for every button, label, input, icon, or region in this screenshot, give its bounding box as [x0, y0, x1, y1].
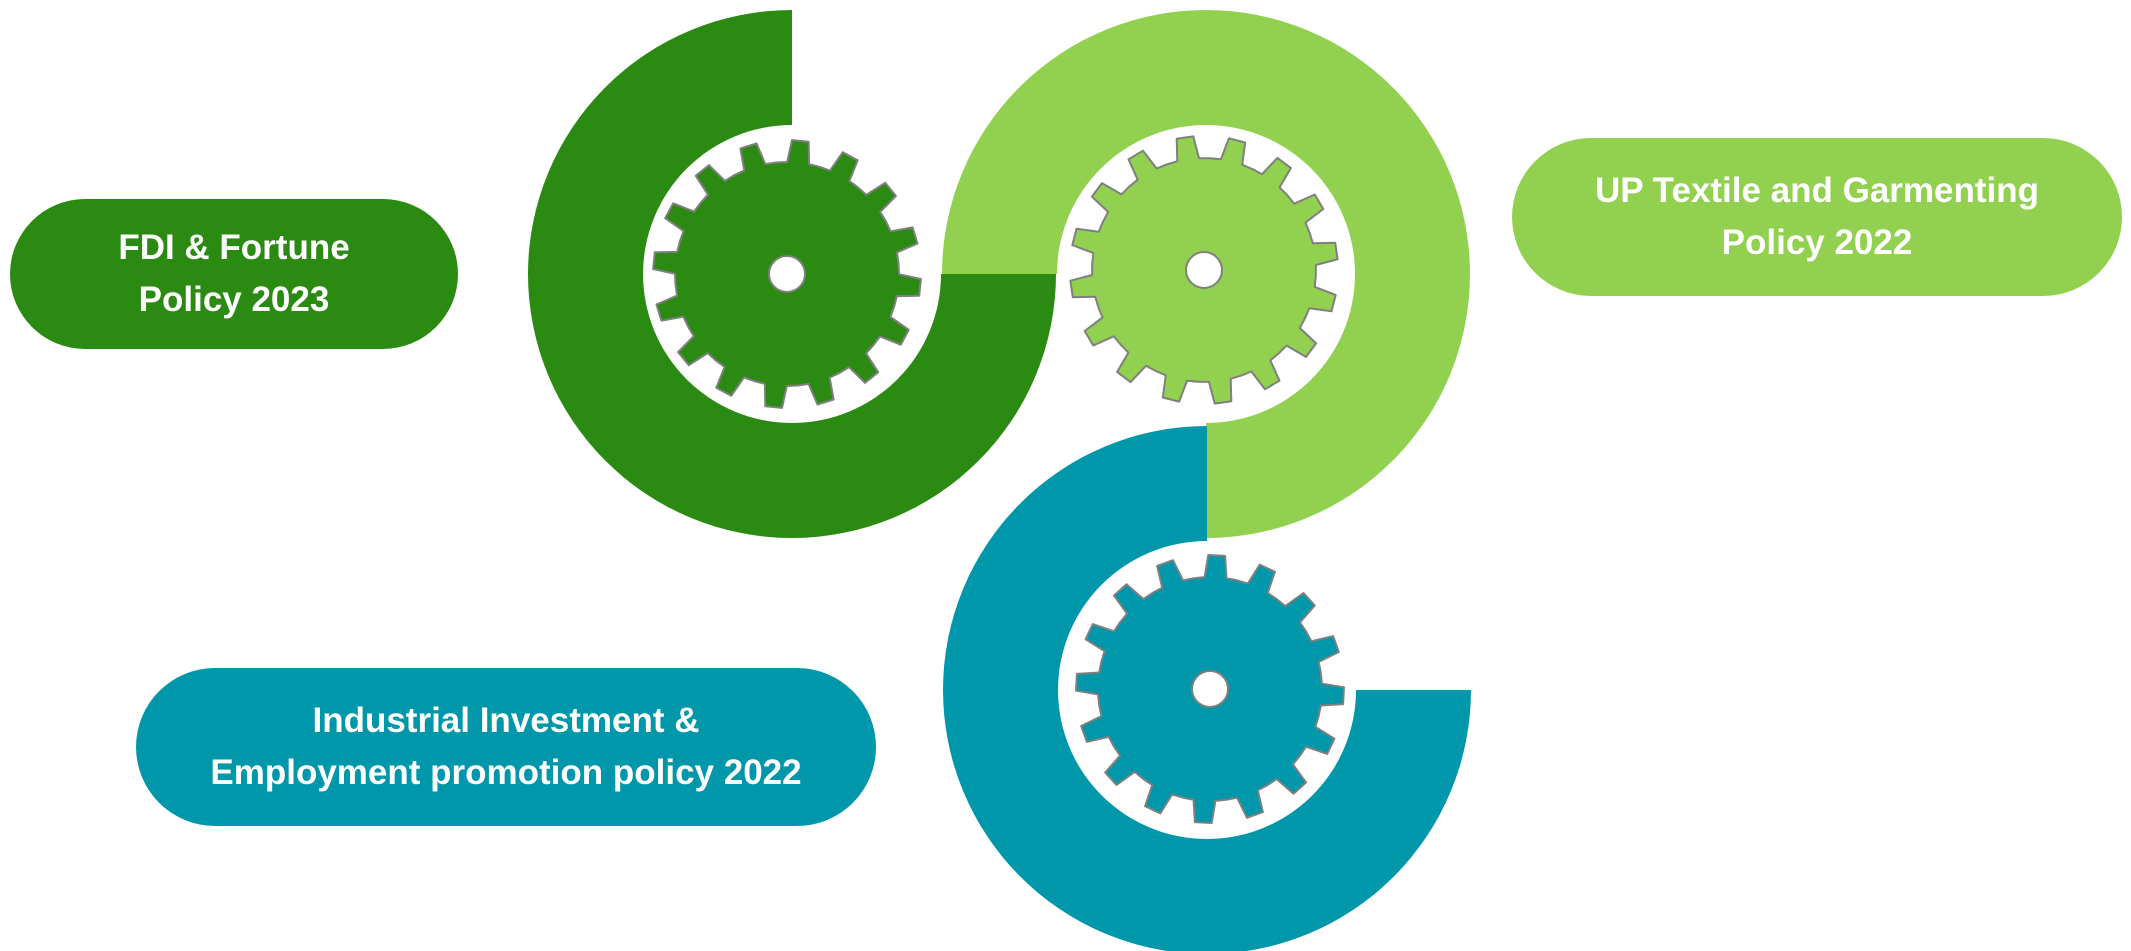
fdi-policy-line1: FDI & Fortune	[118, 228, 350, 267]
textile-ring-arc	[942, 10, 1470, 538]
industrial-policy-line1: Industrial Investment &	[312, 701, 700, 740]
gear-hub-hole	[1185, 251, 1223, 289]
gear-hub-hole	[1191, 670, 1229, 708]
industrial-investment-policy-pill: Industrial Investment & Employment promo…	[136, 668, 876, 826]
industrial-gear-icon	[1075, 554, 1345, 824]
fdi-gear-icon	[652, 139, 922, 409]
industrial-policy-line2: Employment promotion policy 2022	[210, 753, 802, 792]
gear-hub-hole	[768, 255, 806, 293]
fdi-policy-line2: Policy 2023	[138, 280, 330, 319]
industrial-ring-arc	[943, 426, 1471, 951]
fdi-fortune-policy-pill: FDI & Fortune Policy 2023	[10, 199, 458, 349]
textile-garmenting-policy-pill: UP Textile and Garmenting Policy 2022	[1512, 138, 2122, 296]
textile-policy-line2: Policy 2022	[1721, 223, 1913, 262]
textile-policy-line1: UP Textile and Garmenting	[1594, 171, 2040, 210]
fdi-ring-arc	[528, 10, 1056, 538]
textile-gear-icon	[1069, 135, 1339, 405]
